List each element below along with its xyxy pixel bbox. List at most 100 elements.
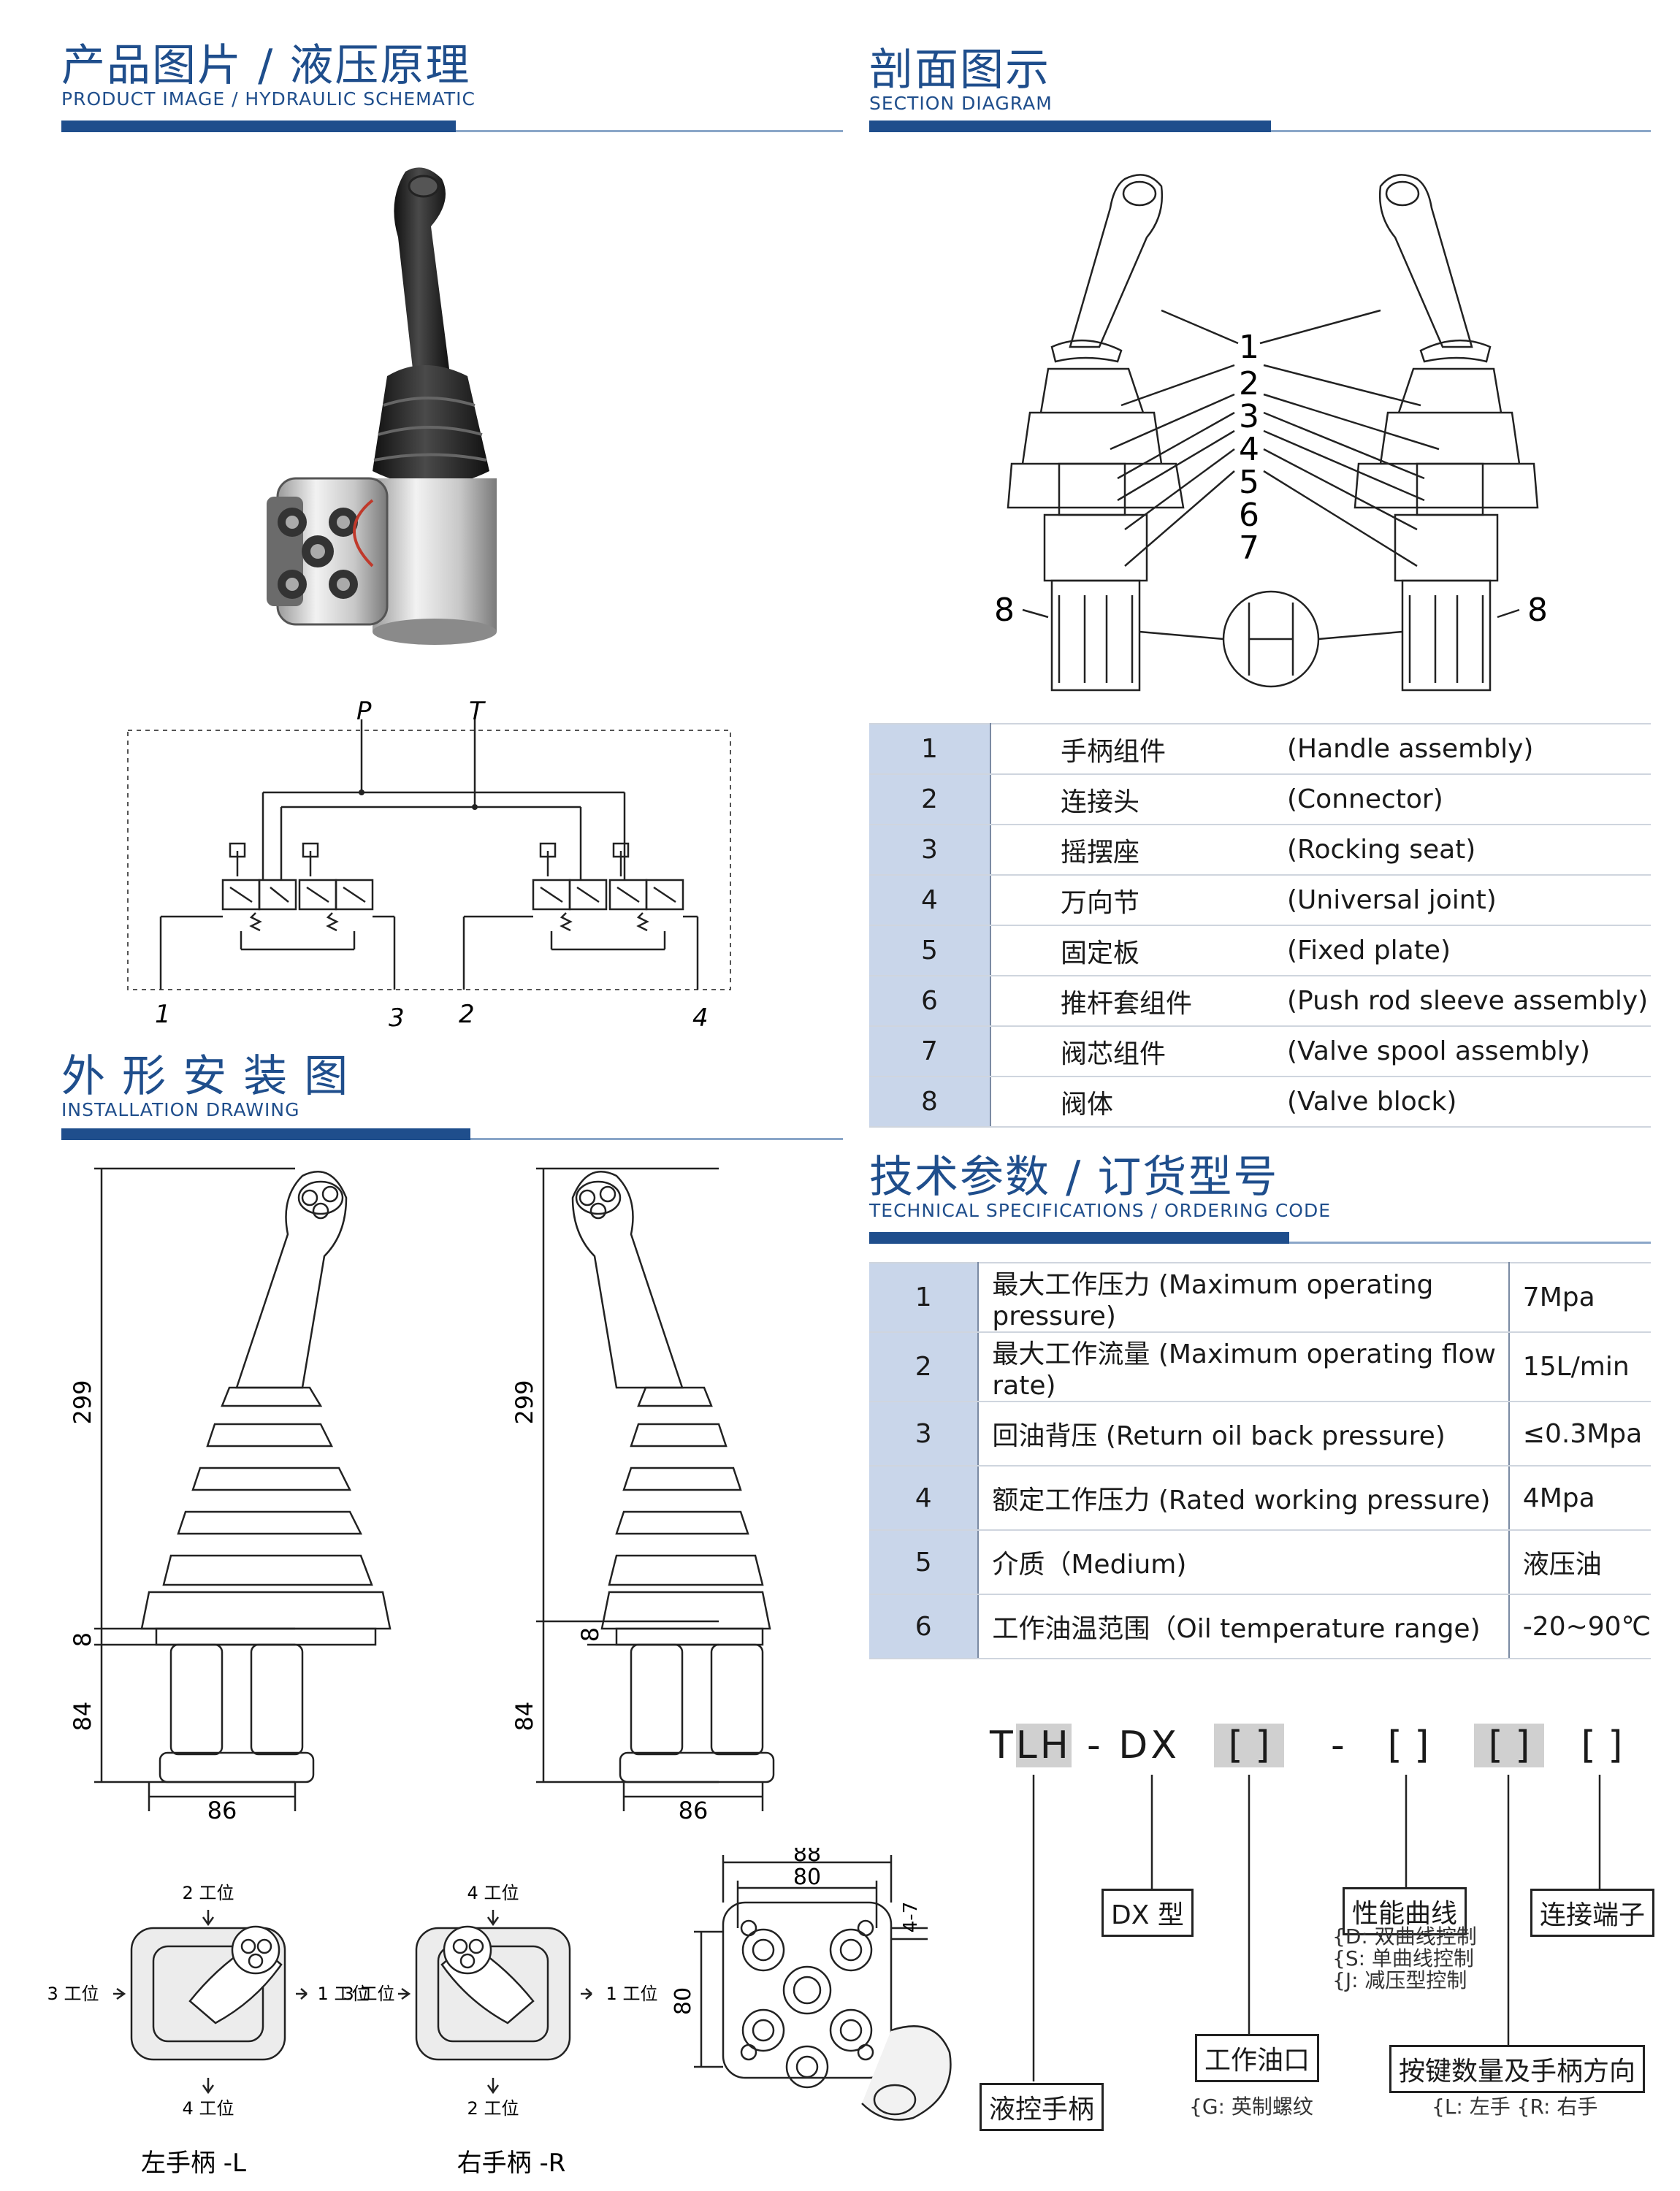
spec-value: 4Mpa: [1508, 1466, 1651, 1531]
left-pos-left: 3 工位: [47, 1984, 99, 2004]
part-cn: 万向节: [990, 875, 1287, 926]
part-no: 3: [869, 825, 991, 876]
schematic-label-p: P: [356, 697, 372, 726]
right-pos-left: 3 工位: [343, 1984, 395, 2004]
part-cn: 手柄组件: [990, 723, 1287, 775]
left-pos-right: 1 工位: [318, 1984, 370, 2004]
product-section-title: 产品图片 / 液压原理 PRODUCT IMAGE / HYDRAULIC SC…: [61, 42, 476, 110]
hydraulic-schematic: P T 1 3 2 4: [127, 697, 731, 1033]
table-row: 7 阀芯组件 (Valve spool assembly): [869, 1026, 1651, 1077]
spec-value: 液压油: [1508, 1530, 1651, 1595]
part-en: (Push rod sleeve assembly): [1287, 976, 1651, 1027]
section-callout-5: 5: [1239, 464, 1259, 501]
table-row: 5 固定板 (Fixed plate): [869, 925, 1651, 976]
spec-value: ≤0.3Mpa: [1508, 1402, 1651, 1467]
table-row: 6 推杆套组件 (Push rod sleeve assembly): [869, 976, 1651, 1027]
section-callout-8-left: 8: [994, 592, 1015, 629]
spec-value: 15L/min: [1508, 1332, 1651, 1402]
part-no: 8: [869, 1077, 991, 1128]
spec-no: 6: [869, 1594, 980, 1659]
table-row: 4 万向节 (Universal joint): [869, 875, 1651, 926]
spec-table: 1 最大工作压力 (Maximum operating pressure) 7M…: [869, 1262, 1651, 1659]
ordering-code-leaders: [1032, 1775, 1601, 2081]
installation-drawing: 299 8 84 86 299 8 84 86: [69, 1167, 775, 1824]
code-seg-t: T: [990, 1724, 1016, 1767]
port-options: {G: 英制螺纹: [1189, 2095, 1313, 2119]
part-cn: 摇摆座: [990, 825, 1287, 876]
install-title-en: INSTALLATION DRAWING: [61, 1099, 300, 1120]
dim-86-left: 86: [207, 1797, 237, 1824]
ordering-code: TLH: [990, 1724, 1072, 1767]
spec-name: 额定工作压力 (Rated working pressure): [978, 1466, 1510, 1531]
part-cn: 阀芯组件: [990, 1026, 1287, 1077]
part-no: 2: [869, 774, 991, 825]
product-photo: [267, 167, 497, 645]
spec-no: 5: [869, 1530, 980, 1595]
keys-options: {L: 左手 {R: 右手: [1432, 2095, 1598, 2119]
right-handle-caption: 右手柄 -R: [457, 2149, 566, 2176]
dim-8-left: 8: [69, 1632, 96, 1647]
label-keys-direction: 按键数量及手柄方向: [1389, 2045, 1646, 2093]
table-row: 1 最大工作压力 (Maximum operating pressure) 7M…: [869, 1262, 1651, 1333]
spec-value: -20~90℃: [1508, 1594, 1651, 1659]
part-cn: 连接头: [990, 774, 1287, 825]
spec-no: 2: [869, 1332, 980, 1402]
dim-4-7: 4-7: [900, 1902, 922, 1932]
code-bracket-keys: [ ]: [1474, 1724, 1544, 1767]
handle-position-views: 2 工位 4 工位 3 工位 1 工位 4 工位 2 工位 3 工位 1 工位 …: [47, 1883, 658, 2176]
part-en: (Universal joint): [1287, 875, 1651, 926]
spec-no: 4: [869, 1466, 980, 1531]
dim-80-side: 80: [672, 1987, 696, 2015]
part-cn: 阀体: [990, 1077, 1287, 1128]
table-row: 3 回油背压 (Return oil back pressure) ≤0.3Mp…: [869, 1402, 1651, 1467]
section-title-cn: 剖面图示: [869, 45, 1050, 96]
install-rule-bar: [61, 1128, 470, 1140]
schematic-port-1: 1: [155, 1000, 171, 1029]
dim-299-right: 299: [511, 1380, 538, 1424]
table-row: 6 工作油温范围（Oil temperature range) -20~90℃: [869, 1594, 1651, 1659]
spec-name: 回油背压 (Return oil back pressure): [978, 1402, 1510, 1467]
table-row: 1 手柄组件 (Handle assembly): [869, 723, 1651, 775]
part-en: (Rocking seat): [1287, 825, 1651, 876]
part-no: 6: [869, 976, 991, 1027]
dim-299-left: 299: [69, 1380, 96, 1424]
dim-84-right: 84: [511, 1702, 538, 1732]
tech-title-cn: 技术参数 / 订货型号: [869, 1152, 1279, 1203]
part-en: (Fixed plate): [1287, 925, 1651, 976]
section-title-en: SECTION DIAGRAM: [869, 93, 1053, 114]
spec-name: 最大工作压力 (Maximum operating pressure): [978, 1262, 1510, 1333]
table-row: 8 阀体 (Valve block): [869, 1077, 1651, 1128]
code-seg-dx: - DX: [1087, 1724, 1180, 1767]
install-title-cn: 外 形 安 装 图: [61, 1051, 350, 1102]
product-title-cn: 产品图片 / 液压原理: [61, 40, 471, 91]
section-callout-1: 1: [1239, 329, 1259, 366]
part-no: 4: [869, 875, 991, 926]
spec-name: 介质（Medium): [978, 1530, 1510, 1595]
spec-no: 3: [869, 1402, 980, 1467]
table-row: 3 摇摆座 (Rocking seat): [869, 825, 1651, 876]
product-title-en: PRODUCT IMAGE / HYDRAULIC SCHEMATIC: [61, 88, 476, 110]
label-work-port: 工作油口: [1195, 2034, 1320, 2082]
part-en: (Valve block): [1287, 1077, 1651, 1128]
label-hydraulic-handle: 液控手柄: [980, 2083, 1104, 2131]
code-bracket-curve: [ ]: [1387, 1724, 1429, 1767]
code-bracket-terminal: [ ]: [1581, 1724, 1623, 1767]
code-seg-lh: LH: [1015, 1724, 1072, 1767]
right-pos-right: 1 工位: [606, 1984, 658, 2004]
spec-value: 7Mpa: [1508, 1262, 1651, 1333]
parts-table: 1 手柄组件 (Handle assembly) 2 连接头 (Connecto…: [869, 723, 1651, 1128]
part-cn: 推杆套组件: [990, 976, 1287, 1027]
right-pos-bottom: 2 工位: [467, 2098, 519, 2119]
curve-options: {D: 双曲线控制 {S: 单曲线控制 {J: 减压型控制: [1332, 1924, 1477, 1992]
section-callout-3: 3: [1239, 398, 1259, 435]
left-handle-caption: 左手柄 -L: [141, 2149, 246, 2176]
dim-88: 88: [793, 1848, 821, 1867]
tech-rule-bar: [869, 1232, 1289, 1244]
schematic-port-4: 4: [692, 1003, 709, 1033]
schematic-port-2: 2: [459, 1000, 475, 1029]
spec-name: 工作油温范围（Oil temperature range): [978, 1594, 1510, 1659]
left-pos-top: 2 工位: [183, 1883, 234, 1903]
table-row: 4 额定工作压力 (Rated working pressure) 4Mpa: [869, 1466, 1651, 1531]
schematic-label-t: T: [469, 697, 486, 726]
part-en: (Valve spool assembly): [1287, 1026, 1651, 1077]
